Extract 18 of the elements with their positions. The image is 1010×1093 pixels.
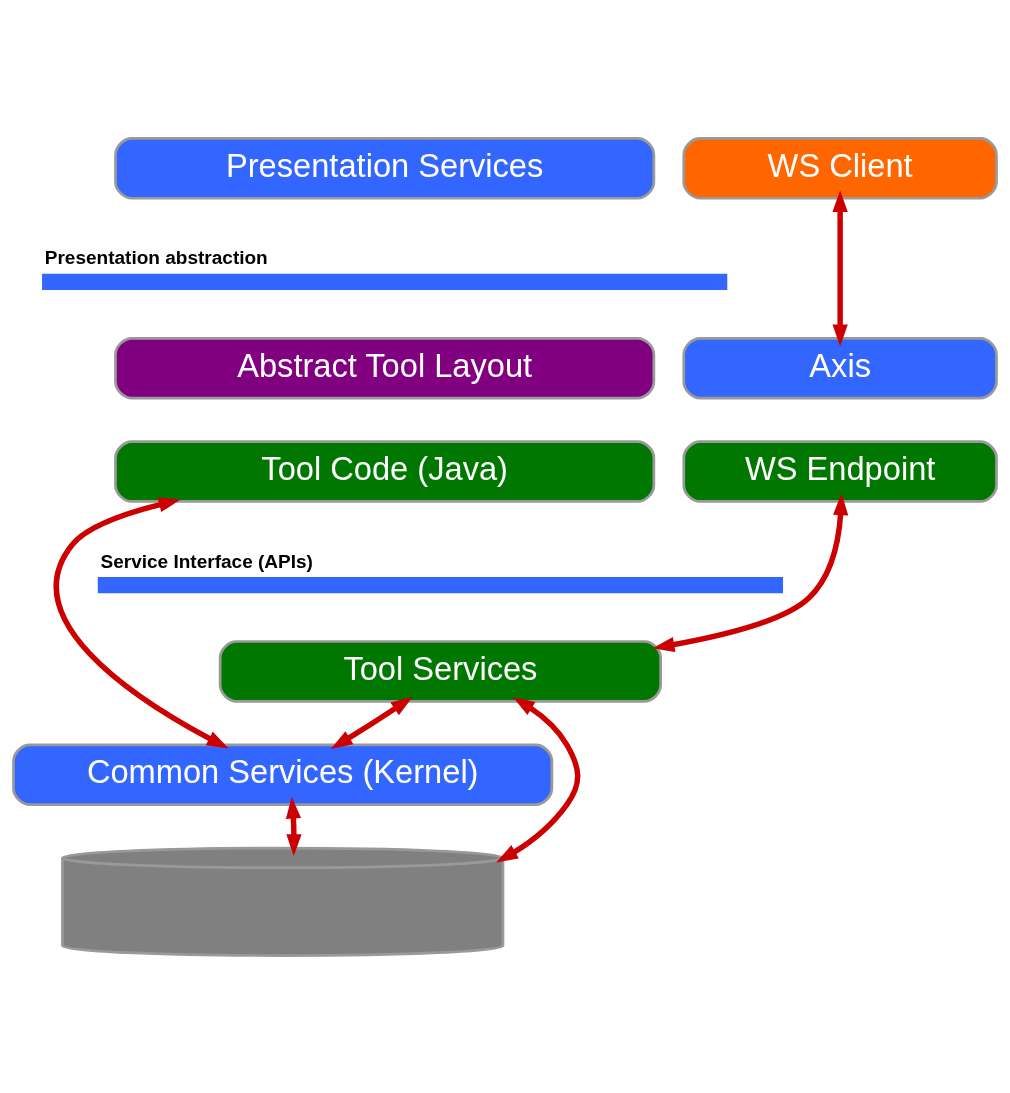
node-box xyxy=(97,576,784,593)
arrow xyxy=(330,696,413,749)
node-box: Presentation Services xyxy=(114,136,656,200)
node-label: Presentation abstraction xyxy=(44,246,268,268)
node-box: Axis xyxy=(682,336,998,399)
node-box: Tool Code (Java) xyxy=(114,439,656,503)
node-box: WS Endpoint xyxy=(682,439,998,503)
node-box: Abstract Tool Layout xyxy=(114,336,656,399)
node-box: Tool Services xyxy=(218,639,663,703)
node-box xyxy=(42,273,728,290)
arrow xyxy=(496,696,581,863)
node-box: WS Client xyxy=(682,136,998,200)
arrow xyxy=(832,189,848,346)
arrow xyxy=(285,796,302,856)
arrow xyxy=(652,492,849,652)
node-label: Service Interface (APIs) xyxy=(100,550,313,572)
arrow xyxy=(53,496,229,748)
node-box: Common Services (Kernel) xyxy=(12,742,554,806)
